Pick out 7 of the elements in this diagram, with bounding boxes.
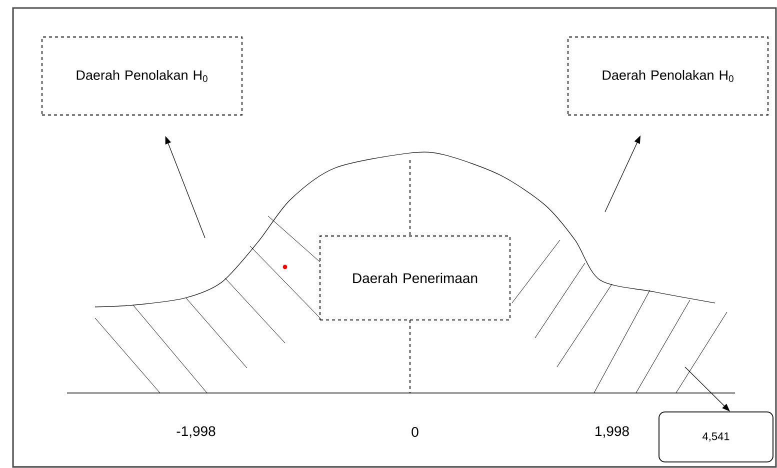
dashed-box: Daerah Penolakan H$_{0}$	[568, 36, 768, 116]
dashed-box: Daerah Penolakan H$_{0}$	[42, 36, 242, 116]
dashed-box: Daerah Penerimaan	[320, 236, 510, 320]
axis-label: 0	[412, 427, 418, 437]
axis-label: -1,998	[176, 426, 216, 438]
rounded-box: 4,541	[658, 412, 774, 462]
axis-label: 1,998	[596, 426, 629, 438]
